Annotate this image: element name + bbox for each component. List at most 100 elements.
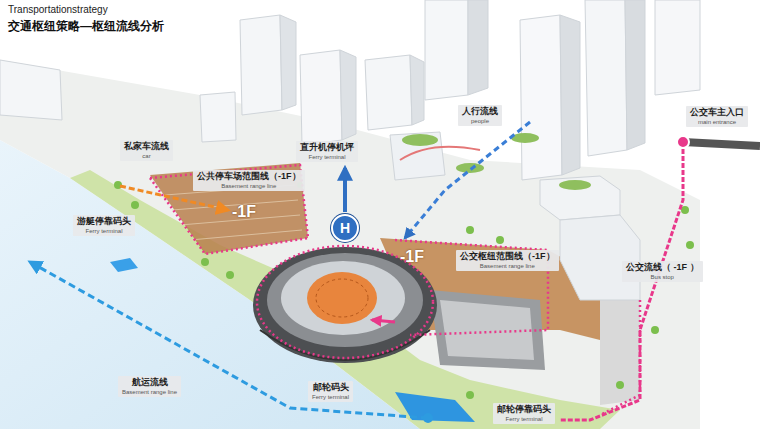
ferry-boats (110, 258, 475, 422)
green-roofs (402, 133, 591, 190)
ground-part (150, 163, 308, 254)
pedestrian-route (400, 122, 530, 238)
floor-label: -1F (232, 203, 256, 221)
trees-part (686, 241, 694, 249)
green-roofs-part (402, 134, 438, 146)
helipad-circle: H (331, 214, 359, 242)
buildings-part (390, 132, 445, 180)
trees (114, 181, 694, 399)
ferry-boats-part (110, 258, 138, 272)
car-park-stripes (165, 185, 302, 240)
trees-part (131, 201, 139, 209)
node-title: H (340, 221, 350, 235)
cruise-terminal-part (316, 279, 368, 317)
label-box: 人行流线people (458, 105, 502, 126)
page-subtitle: Transportationstrategy (8, 4, 108, 15)
cruise-terminal-part (260, 330, 430, 360)
label-box: 公交车主入口main entrance (686, 106, 748, 127)
node-title: 邮轮码头 (312, 382, 349, 393)
range-lines (150, 165, 640, 415)
label-box: 游艇停靠码头Ferry terminal (73, 215, 135, 236)
label-box: 直升机停机坪Ferry terminal (296, 141, 358, 162)
node-subtitle: main entrance (690, 118, 744, 126)
buildings-part (625, 0, 645, 150)
buildings-part (0, 60, 62, 120)
buildings-part (300, 50, 342, 145)
label-box: 公共停车场范围线（-1F）Basement range line (193, 170, 305, 191)
bus-route-part (683, 142, 760, 146)
buildings-part (520, 15, 562, 180)
range-lines-part (600, 300, 640, 415)
green-roofs-part (456, 163, 484, 173)
node-title: 航运流线 (122, 377, 177, 388)
node-title: 邮轮停靠码头 (497, 404, 551, 415)
node-subtitle: Ferry terminal (312, 393, 349, 401)
buildings-part (200, 92, 236, 142)
cruise-terminal-part (281, 261, 405, 335)
node-title: 游艇停靠码头 (77, 216, 131, 227)
green-roofs-part (511, 133, 539, 143)
cruise-terminal-part (253, 247, 437, 363)
label-box: 公交枢纽范围线（-1F）Basement range line (456, 250, 559, 271)
node-subtitle: people (462, 117, 498, 125)
label-box: 航运流线Basement range line (118, 376, 181, 397)
label-box: 私家车流线car (120, 140, 173, 161)
trees-part (226, 271, 234, 279)
green-roofs-part (559, 180, 591, 190)
trees-part (466, 391, 474, 399)
node-subtitle: Ferry terminal (497, 415, 551, 423)
buildings-part (560, 15, 580, 175)
cruise-terminal (253, 247, 437, 363)
range-lines-part (257, 246, 433, 358)
shipping-route (30, 262, 433, 423)
node-subtitle: Ferry terminal (300, 153, 354, 161)
label-box: 邮轮码头Ferry terminal (308, 381, 353, 402)
label-box: 邮轮停靠码头Ferry terminal (493, 403, 555, 424)
ground-part (600, 300, 640, 405)
node-subtitle: Basement range line (460, 262, 555, 270)
node-subtitle: Basement range line (122, 388, 177, 396)
node-title: 公交流线（ -1F ） (626, 262, 699, 273)
buildings-part (410, 55, 424, 125)
trees-part (201, 258, 209, 266)
floor-label: -1F (400, 248, 424, 266)
helicopter-route (345, 168, 346, 212)
node-title: 人行流线 (462, 106, 498, 117)
shipping-route-part (30, 262, 428, 418)
buildings-part (340, 50, 356, 140)
bus-route-part (677, 136, 689, 148)
pedestrian-route-part (405, 122, 530, 238)
trees-part (496, 236, 504, 244)
buildings-part (425, 0, 468, 100)
pedestrian-route-part (400, 147, 480, 160)
buildings-part (468, 0, 488, 95)
ferry-boats-part (395, 392, 475, 422)
node-subtitle: Ferry terminal (77, 227, 131, 235)
trees-part (616, 381, 624, 389)
node-title: 直升机停机坪 (300, 142, 354, 153)
cruise-terminal-part (267, 253, 423, 347)
buildings-part (540, 176, 620, 220)
node-subtitle: Bus stop (626, 273, 699, 281)
helicopter-route-part (343, 168, 347, 212)
node-title: 公共停车场范围线（-1F） (197, 171, 301, 182)
bus-route (372, 136, 760, 420)
cruise-terminal-part (307, 272, 377, 324)
range-lines-part (150, 165, 308, 254)
buildings-part (240, 15, 282, 115)
buildings-part (280, 15, 296, 110)
buildings-part (365, 55, 412, 130)
node-title: 私家车流线 (124, 141, 169, 152)
label-box: 公交流线（ -1F ）Bus stop (622, 261, 703, 282)
car-park-stripes-part (190, 230, 302, 240)
node-subtitle: car (124, 152, 169, 160)
node-title: 公交枢纽范围线（-1F） (460, 251, 555, 262)
ground-part (430, 290, 545, 370)
trees-part (466, 226, 474, 234)
page-title: 交通枢纽策略—枢纽流线分析 (8, 18, 164, 35)
shipping-route-part (423, 413, 433, 423)
buildings-part (655, 0, 700, 95)
trees-part (681, 206, 689, 214)
node-subtitle: Basement range line (197, 182, 301, 190)
